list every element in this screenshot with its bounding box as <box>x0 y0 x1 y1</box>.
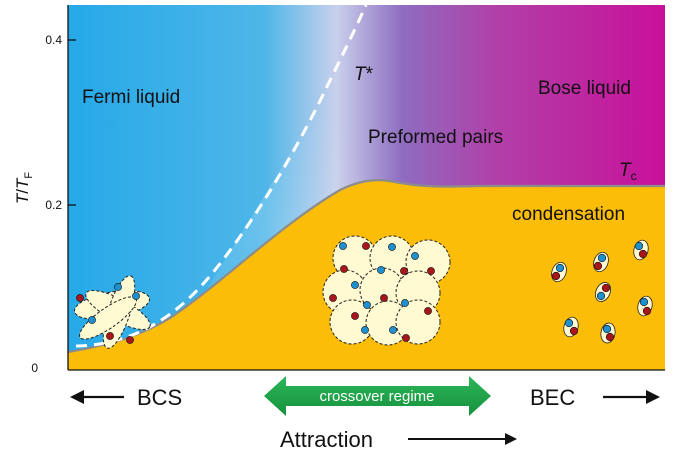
ylabel-t: T <box>13 192 32 204</box>
label-bose-liquid: Bose liquid <box>538 78 631 99</box>
label-tc: Tc <box>619 160 637 183</box>
crossover-arrow <box>264 376 491 416</box>
bec-molecules-illustration <box>551 239 653 344</box>
ylabel-t-denom: T <box>13 177 32 189</box>
label-tstar: T* <box>354 64 374 85</box>
label-crossover-regime: crossover regime <box>319 388 434 405</box>
svg-text:T/TF: T/TF <box>13 172 35 205</box>
label-bcs: BCS <box>137 385 182 410</box>
tc-curve <box>67 179 665 354</box>
attraction-arrow <box>408 433 517 445</box>
crossover-pairs-illustration <box>322 235 451 346</box>
label-attraction: Attraction <box>280 427 373 452</box>
ytick-label-0-4: 0.4 <box>45 33 62 47</box>
bec-arrow <box>603 390 660 404</box>
label-fermi-liquid: Fermi liquid <box>82 87 180 108</box>
bcs-pairs-illustration <box>74 275 151 349</box>
y-axis-label: T/TF <box>13 172 35 205</box>
bcs-arrow <box>70 390 124 404</box>
label-bec: BEC <box>530 385 575 410</box>
ylabel-slash: / <box>13 189 32 194</box>
label-preformed-pairs: Preformed pairs <box>368 127 503 148</box>
ytick-label-0: 0 <box>31 361 38 375</box>
label-condensation: condensation <box>512 204 625 225</box>
ytick-label-0-2: 0.2 <box>45 198 62 212</box>
ylabel-sub: F <box>23 172 35 179</box>
